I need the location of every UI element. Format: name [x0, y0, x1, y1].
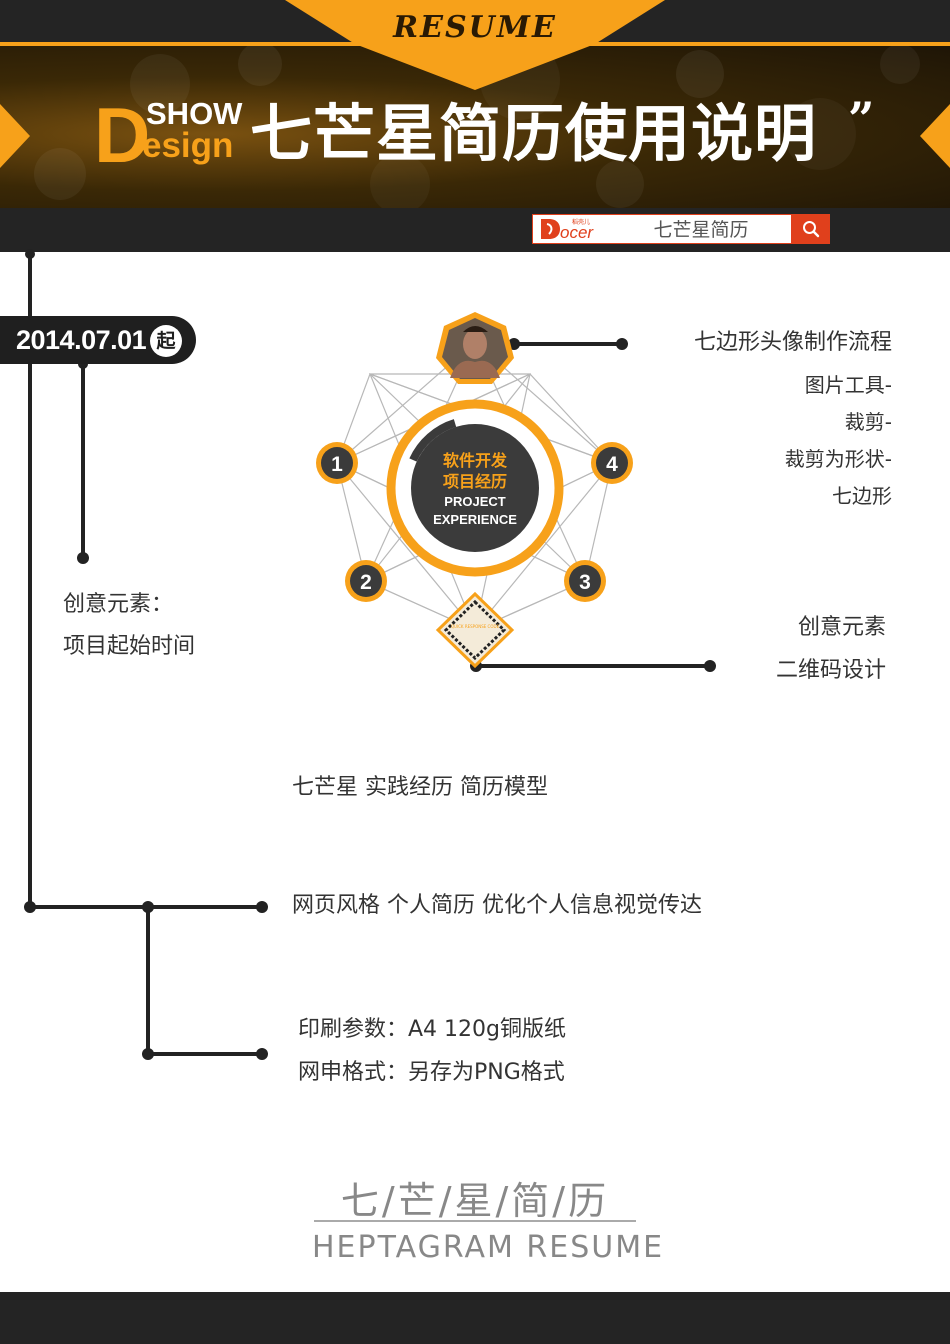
avatar-flow-step-1: 图片工具- — [804, 373, 892, 397]
logo-esign-word: esign — [142, 126, 234, 165]
logo-show-word: SHOW — [146, 96, 243, 131]
center-circle — [411, 424, 539, 552]
resume-tab-shape — [285, 0, 665, 90]
node-3-label: 3 — [579, 571, 591, 594]
docer-logo-small: 稻壳儿 — [572, 218, 590, 226]
avatar-flow-step-3: 裁剪为形状- — [784, 447, 892, 471]
node-3: 3 — [564, 560, 606, 602]
qr-tiny-text: QUICK RESPONSE CODE — [451, 624, 500, 629]
node-2: 2 — [345, 560, 387, 602]
footer-divider — [314, 1220, 636, 1222]
qr-note-line2: 二维码设计 — [775, 658, 886, 683]
avatar-flow-title: 七边形头像制作流程 — [693, 330, 892, 355]
online-format-note: 网申格式：另存为PNG格式 — [298, 1060, 565, 1085]
right-arrow-shape — [920, 104, 950, 168]
qr-diamond: QUICK RESPONSE CODE — [435, 591, 515, 669]
node-1: 1 — [316, 442, 358, 484]
footer-cn-title: 七/芒/星/简/历 — [340, 1179, 610, 1223]
left-arrow-shape — [0, 104, 30, 168]
avatar-heptagon — [436, 312, 514, 384]
docer-logo-text: ocer — [560, 223, 594, 242]
search-button[interactable] — [792, 214, 830, 244]
center-arc — [409, 419, 457, 462]
resume-word: RESUME — [393, 10, 557, 45]
quote-mark: ” — [848, 92, 875, 146]
search-icon — [803, 221, 820, 238]
node-4: 4 — [591, 442, 633, 484]
page-title: 七芒星简历使用说明 — [250, 97, 818, 170]
heptagram-diagram: 软件开发 项目经历 PROJECT EXPERIENCE 1 2 3 4 QUI… — [316, 312, 633, 669]
logo-d-letter: D — [94, 91, 151, 179]
qr-note-line1: 创意元素 — [797, 615, 886, 640]
footer-en-title: HEPTAGRAM RESUME — [312, 1230, 665, 1265]
search-box[interactable] — [532, 214, 792, 244]
center-cn-line1: 软件开发 — [443, 451, 508, 470]
start-time-note-line2: 项目起始时间 — [63, 634, 196, 659]
start-date: 2014.07.01 — [16, 325, 147, 355]
center-en-line2: EXPERIENCE — [433, 512, 517, 527]
docer-logo: ocer 稻壳儿 — [538, 216, 602, 242]
web-style-note: 网页风格 个人简历 优化个人信息视觉传达 — [292, 893, 702, 918]
start-time-note-line1: 创意元素： — [63, 592, 174, 617]
model-note: 七芒星 实践经历 简历模型 — [292, 775, 548, 800]
bottom-strip — [0, 1292, 950, 1344]
node-4-label: 4 — [606, 453, 618, 476]
avatar-flow-step-4: 七边形 — [832, 484, 892, 508]
start-badge: 起 — [150, 325, 182, 357]
print-params-note: 印刷参数：A4 120g铜版纸 — [298, 1017, 566, 1042]
node-1-label: 1 — [331, 453, 343, 476]
avatar-flow-step-2: 裁剪- — [844, 410, 892, 434]
node-2-label: 2 — [360, 571, 372, 594]
center-cn-line2: 项目经历 — [443, 472, 507, 491]
center-en-line1: PROJECT — [444, 494, 505, 509]
search-input[interactable]: 七芒星简历 — [653, 219, 749, 241]
